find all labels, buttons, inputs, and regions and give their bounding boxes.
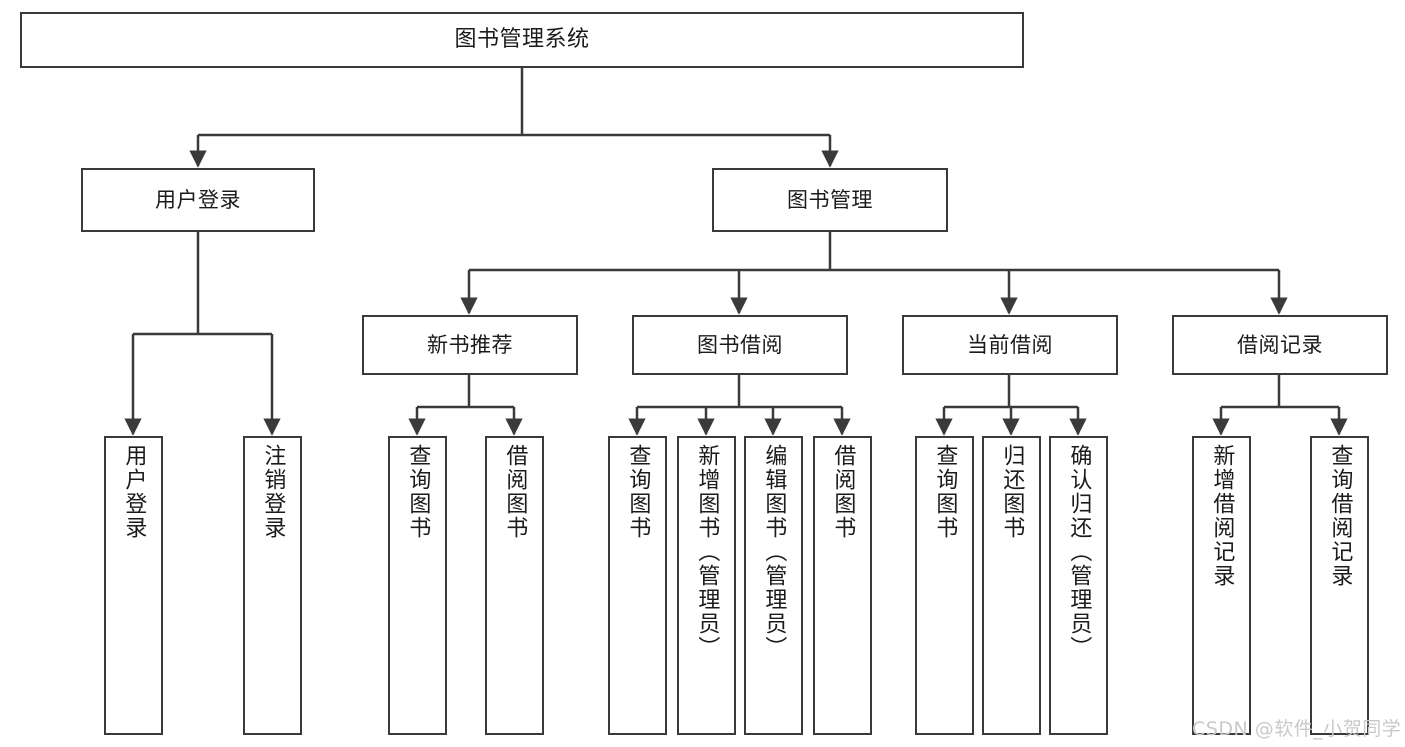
leaf-user-login[interactable]: 用户登录 (104, 436, 163, 735)
leaf-logout-label: 注销登录 (260, 444, 286, 540)
leaf-add-borrow-record-label: 新增借阅记录 (1209, 444, 1235, 588)
leaf-add-book-admin-label: 新增图书（管理员） (694, 444, 720, 660)
node-book-management[interactable]: 图书管理 (712, 168, 948, 232)
node-root[interactable]: 图书管理系统 (20, 12, 1024, 68)
leaf-borrow-book-borrow-label: 借阅图书 (830, 444, 856, 540)
leaf-query-book-current[interactable]: 查询图书 (915, 436, 974, 735)
node-borrow-record-label: 借阅记录 (1237, 332, 1323, 357)
node-current-borrow-label: 当前借阅 (967, 332, 1053, 357)
node-user-login-label: 用户登录 (155, 187, 241, 212)
leaf-query-borrow-record-label: 查询借阅记录 (1327, 444, 1353, 588)
node-book-borrow-label: 图书借阅 (697, 332, 783, 357)
leaf-borrow-book-borrow[interactable]: 借阅图书 (813, 436, 872, 735)
node-book-management-label: 图书管理 (787, 187, 873, 212)
leaf-return-book[interactable]: 归还图书 (982, 436, 1041, 735)
node-borrow-record[interactable]: 借阅记录 (1172, 315, 1388, 375)
leaf-query-borrow-record[interactable]: 查询借阅记录 (1310, 436, 1369, 735)
leaf-borrow-book-newbook-label: 借阅图书 (502, 444, 528, 540)
leaf-confirm-return-admin-label: 确认归还（管理员） (1066, 444, 1092, 660)
leaf-add-borrow-record[interactable]: 新增借阅记录 (1192, 436, 1251, 735)
leaf-query-book-newbook-label: 查询图书 (405, 444, 431, 540)
leaf-borrow-book-newbook[interactable]: 借阅图书 (485, 436, 544, 735)
watermark: CSDN @软件_小贺同学 (1192, 718, 1402, 740)
leaf-query-book-newbook[interactable]: 查询图书 (388, 436, 447, 735)
leaf-confirm-return-admin[interactable]: 确认归还（管理员） (1049, 436, 1108, 735)
leaf-logout[interactable]: 注销登录 (243, 436, 302, 735)
leaf-query-book-borrow-label: 查询图书 (625, 444, 651, 540)
leaf-query-book-borrow[interactable]: 查询图书 (608, 436, 667, 735)
node-new-book-recommend[interactable]: 新书推荐 (362, 315, 578, 375)
leaf-query-book-current-label: 查询图书 (932, 444, 958, 540)
node-current-borrow[interactable]: 当前借阅 (902, 315, 1118, 375)
node-book-borrow[interactable]: 图书借阅 (632, 315, 848, 375)
leaf-return-book-label: 归还图书 (999, 444, 1025, 540)
node-new-book-recommend-label: 新书推荐 (427, 332, 513, 357)
leaf-edit-book-admin[interactable]: 编辑图书（管理员） (744, 436, 803, 735)
node-root-label: 图书管理系统 (454, 27, 590, 53)
node-user-login[interactable]: 用户登录 (81, 168, 315, 232)
leaf-edit-book-admin-label: 编辑图书（管理员） (761, 444, 787, 660)
leaf-add-book-admin[interactable]: 新增图书（管理员） (677, 436, 736, 735)
leaf-user-login-label: 用户登录 (121, 444, 147, 540)
